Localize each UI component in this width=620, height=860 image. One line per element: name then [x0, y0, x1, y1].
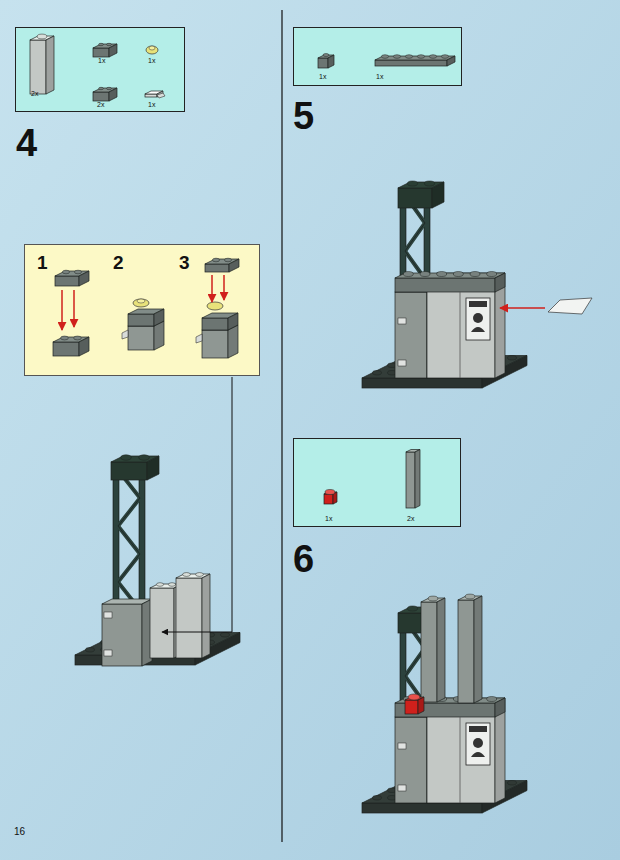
step-number: 6 — [293, 540, 314, 578]
brick-shape — [93, 88, 117, 101]
brick-shape — [458, 596, 482, 703]
brick-shape — [111, 456, 159, 480]
stud — [107, 87, 112, 89]
sticker — [466, 298, 490, 340]
stud — [508, 781, 517, 786]
brick-shape — [55, 271, 89, 286]
stud — [62, 270, 69, 274]
brick-shape — [202, 313, 238, 330]
part-quantity: 1x — [325, 515, 332, 522]
stud — [196, 573, 204, 577]
page-divider — [281, 10, 282, 842]
part-quantity: 2x — [97, 101, 104, 108]
brick-shape — [53, 337, 89, 356]
stud — [121, 455, 132, 460]
stud — [107, 43, 112, 45]
stud — [424, 181, 434, 186]
stud — [86, 648, 95, 653]
parts-callout-box: 1x 1x — [293, 27, 462, 86]
stud — [441, 55, 448, 59]
stud — [168, 583, 175, 587]
substep-number: 2 — [113, 253, 124, 272]
brick-shape — [318, 55, 334, 68]
part-quantity: 1x — [376, 73, 383, 80]
stud — [183, 573, 191, 577]
stud — [453, 272, 463, 277]
substep-number: 3 — [179, 253, 190, 272]
brick-shape — [102, 599, 152, 666]
brick-shape — [176, 574, 210, 658]
stud — [37, 34, 47, 39]
stud — [74, 270, 81, 274]
stud — [487, 697, 497, 702]
stud — [508, 356, 517, 361]
sticker — [466, 723, 490, 765]
leader-line — [162, 377, 232, 632]
stud — [417, 55, 424, 59]
brick-shape — [30, 36, 54, 94]
stud — [407, 606, 417, 611]
stud — [487, 272, 497, 277]
part-quantity: 1x — [98, 57, 105, 64]
stud — [373, 371, 382, 376]
stud — [429, 55, 436, 59]
stud — [99, 43, 104, 45]
brick-shape — [421, 598, 445, 702]
stud — [428, 596, 438, 601]
brick-shape — [93, 44, 117, 57]
part-quantity: 2x — [407, 515, 414, 522]
step-number: 4 — [16, 124, 37, 162]
brick-shape — [406, 450, 420, 509]
substep-box: 1 2 3 — [24, 244, 260, 376]
stud — [373, 796, 382, 801]
stud — [224, 258, 231, 262]
brick-shape — [398, 182, 444, 208]
stud — [470, 272, 480, 277]
stud — [139, 455, 150, 460]
stud — [212, 258, 219, 262]
stud — [465, 594, 475, 599]
stud — [156, 583, 163, 587]
stud — [381, 55, 388, 59]
step-number: 5 — [293, 97, 314, 135]
stud — [99, 87, 104, 89]
stud — [323, 54, 329, 57]
substep-box-fill — [24, 244, 260, 376]
stud — [407, 181, 417, 186]
brick-shape — [205, 259, 239, 272]
brick-shape — [128, 309, 164, 326]
parts-callout-box: 1x 2x — [293, 438, 461, 527]
part-quantity: 2x — [31, 90, 38, 97]
parts-callout-box: 2x 1x 1x 2x 1x — [15, 27, 185, 112]
substep-number: 1 — [37, 253, 48, 272]
stud — [74, 336, 82, 340]
stud — [403, 272, 413, 277]
stud — [437, 272, 447, 277]
page-number: 16 — [14, 827, 25, 837]
stud — [393, 55, 400, 59]
stud — [61, 336, 69, 340]
parts-box-fill — [15, 27, 185, 112]
stud — [420, 272, 430, 277]
stud — [405, 55, 412, 59]
part-quantity: 1x — [148, 101, 155, 108]
parts-box-fill — [293, 27, 462, 86]
part-quantity: 1x — [148, 57, 155, 64]
part-quantity: 1x — [319, 73, 326, 80]
parts-box-fill — [293, 438, 461, 527]
stud — [221, 633, 230, 638]
